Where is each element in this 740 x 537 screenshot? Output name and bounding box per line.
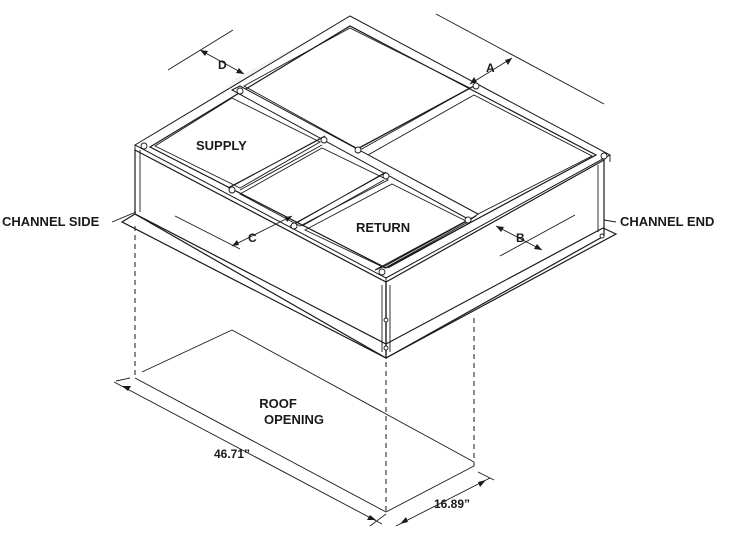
dimension-d-label: D <box>218 58 227 72</box>
supply-label: SUPPLY <box>196 138 247 153</box>
dimension-c-label: C <box>248 231 257 245</box>
channel-leaders <box>111 211 617 223</box>
cross-rails <box>227 83 479 271</box>
channel-side-label: CHANNEL SIDE <box>2 214 100 229</box>
length-dimension-label: 46.71” <box>214 447 250 461</box>
dimension-a-label: A <box>486 61 495 75</box>
roof-opening-label-line1: ROOF <box>259 396 297 411</box>
projection-lines <box>134 226 475 512</box>
roof-opening-outline <box>134 329 475 513</box>
roof-opening-label-line2: OPENING <box>264 412 324 427</box>
channel-end-label: CHANNEL END <box>620 214 714 229</box>
dimension-lines <box>113 13 605 527</box>
return-label: RETURN <box>356 220 410 235</box>
curb-top-frame <box>133 15 612 285</box>
width-dimension-label: 16.89” <box>434 497 470 511</box>
fastener-holes <box>140 82 608 351</box>
dimension-b-label: B <box>516 231 525 245</box>
